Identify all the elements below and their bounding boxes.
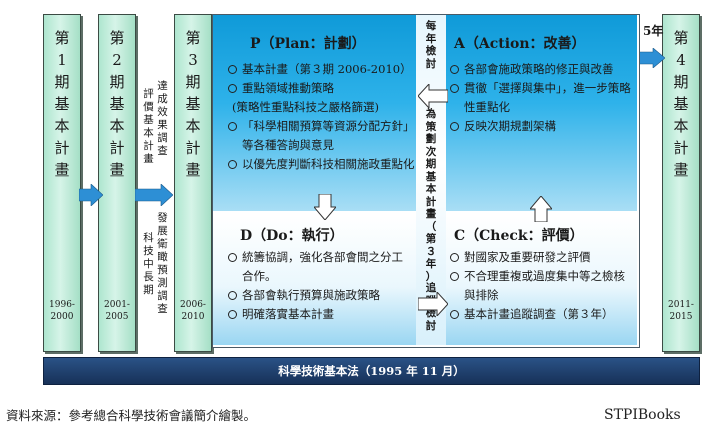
- check-list: 對國家及重要研發之評價 不合理重複或過度集中等之檢核與排除 基本計畫追蹤調查（第…: [448, 248, 634, 324]
- list-item: 「科學相關預算等資源分配方針」等各種答詢與意見: [226, 117, 416, 155]
- pillar-phase-1-years: 1996-2000: [49, 300, 75, 322]
- arrow-up-icon: [530, 196, 552, 222]
- label-evaluate-plan: 評價基本計畫: [143, 88, 154, 165]
- plan-title: P（Plan：計劃）: [250, 36, 366, 52]
- arrow-right-icon: [135, 184, 173, 206]
- check-quadrant: [446, 216, 637, 345]
- plan-list: 基本計畫（第３期 2006-2010） 重點領域推動策略 (策略性重點科技之嚴格…: [226, 60, 416, 174]
- arrow-down-icon: [314, 194, 336, 220]
- label-achievement-survey: 達成效果調查: [157, 80, 168, 157]
- list-item: 重點領域推動策略: [226, 79, 416, 98]
- label-foresight-survey: 發展衛瞰預測調查: [157, 212, 168, 315]
- do-list: 統籌協調，強化各部會間之分工合作。 各部會執行預算與施政策略 明確落實基本計畫: [226, 248, 414, 324]
- action-quadrant: [446, 15, 637, 211]
- pillar-phase-2-years: 2001-2005: [104, 300, 130, 322]
- do-title: D（Do：執行）: [240, 228, 344, 244]
- action-list: 各部會施政策略的修正與改善 貫徹「選擇與集中」，進一步策略性重點化 反映次期規劃…: [448, 60, 633, 136]
- list-item: 基本計畫（第３期 2006-2010）: [226, 60, 416, 79]
- label-mid-long-term: 科技中長期: [143, 232, 154, 296]
- arrow-right-icon: [418, 292, 448, 316]
- action-title: A（Action：改善）: [454, 36, 586, 52]
- list-item: 統籌協調，強化各部會間之分工合作。: [226, 248, 414, 286]
- arrow-left-icon: [418, 84, 448, 108]
- list-item: 以優先度判斷科技相關施政重點化: [226, 155, 416, 174]
- list-item: 貫徹「選擇與集中」，進一步策略性重點化: [448, 79, 633, 117]
- pillar-phase-4-years: 2011-2015: [668, 300, 694, 322]
- list-item: 反映次期規劃架構: [448, 117, 633, 136]
- pillar-phase-3-years: 2006-2010: [180, 300, 206, 322]
- plan-quadrant: [213, 15, 416, 211]
- list-item: 各部會執行預算與施政策略: [226, 286, 414, 305]
- arrow-right-icon: [79, 184, 103, 206]
- center-column: [416, 15, 446, 345]
- center-annual-review: 每年檢討: [425, 20, 437, 70]
- brand-label: STPIBooks: [604, 407, 681, 423]
- arrow-right-icon: [639, 48, 665, 68]
- list-item: (策略性重點科技之嚴格篩選): [232, 100, 379, 114]
- do-quadrant: [213, 216, 416, 345]
- list-item: 基本計畫追蹤調查（第３年）: [448, 305, 634, 324]
- list-item: 明確落實基本計畫: [226, 305, 414, 324]
- source-note: 資料來源：參考總合科學技術會議簡介繪製。: [6, 408, 257, 423]
- list-item: 對國家及重要研發之評價: [448, 248, 634, 267]
- law-bar: [43, 357, 700, 385]
- check-title: C（Check：評價）: [454, 228, 584, 244]
- list-item: 不合理重複或過度集中等之檢核與排除: [448, 267, 634, 305]
- five-year-label: 5年: [643, 24, 664, 38]
- list-item: 各部會施政策略的修正與改善: [448, 60, 633, 79]
- law-bar-label: 科學技術基本法（1995 年 11 月）: [278, 364, 465, 378]
